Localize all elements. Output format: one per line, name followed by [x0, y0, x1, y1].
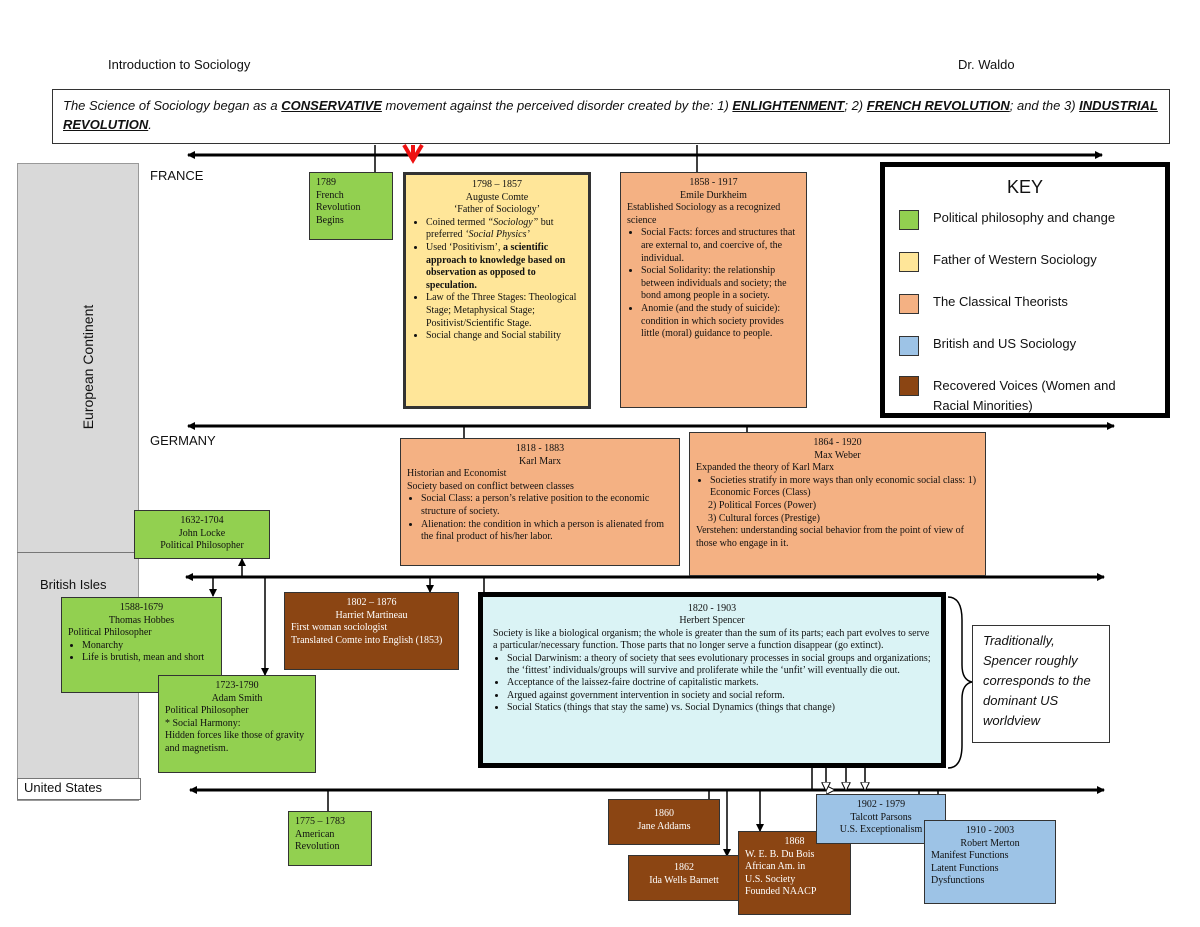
region-column — [17, 163, 139, 801]
card-auguste-comte: 1798 – 1857 Auguste Comte ‘Father of Soc… — [403, 172, 591, 409]
key-title: KEY — [1006, 177, 1044, 197]
swatch-orange — [899, 294, 919, 314]
swatch-blue — [899, 336, 919, 356]
card-herbert-spencer: 1820 - 1903 Herbert Spencer Society is l… — [478, 592, 946, 768]
swatch-yellow — [899, 252, 919, 272]
key-item: British and US Sociology — [899, 336, 1151, 356]
region-european-continent: European Continent — [80, 304, 96, 430]
card-robert-merton: 1910 - 2003 Robert Merton Manifest Funct… — [924, 820, 1056, 904]
region-united-states: United States — [24, 780, 103, 795]
instructor-name: Dr. Waldo — [958, 57, 1015, 72]
spencer-note: Traditionally, Spencer roughly correspon… — [972, 625, 1110, 743]
card-harriet-martineau: 1802 – 1876 Harriet Martineau First woma… — [284, 592, 459, 670]
key-item: Father of Western Sociology — [899, 252, 1151, 272]
key-item: The Classical Theorists — [899, 294, 1151, 314]
card-emile-durkheim: 1858 - 1917 Emile Durkheim Established S… — [620, 172, 807, 408]
intro-statement: The Science of Sociology began as a CONS… — [52, 89, 1170, 144]
region-germany: GERMANY — [150, 433, 216, 448]
key-item: Political philosophy and change — [899, 210, 1151, 230]
key-item: Recovered Voices (Women and Racial Minor… — [899, 376, 1151, 416]
card-adam-smith: 1723-1790 Adam Smith Political Philosoph… — [158, 675, 316, 773]
card-max-weber: 1864 - 1920 Max Weber Expanded the theor… — [689, 432, 986, 576]
swatch-green — [899, 210, 919, 230]
region-us-cell — [17, 778, 141, 800]
region-france: FRANCE — [150, 168, 204, 183]
course-title: Introduction to Sociology — [108, 57, 251, 72]
region-british-isles: British Isles — [40, 577, 107, 592]
legend-key: KEY Political philosophy and change Fath… — [880, 162, 1170, 418]
swatch-brown — [899, 376, 919, 396]
region-divider — [17, 552, 141, 553]
card-karl-marx: 1818 - 1883 Karl Marx Historian and Econ… — [400, 438, 680, 566]
